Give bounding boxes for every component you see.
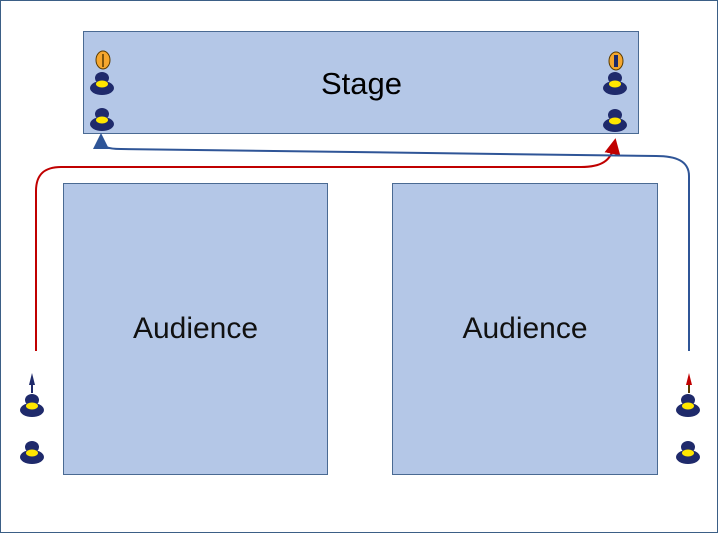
audience-right-label: Audience bbox=[462, 312, 588, 345]
bottom-left-torch-figure bbox=[20, 373, 44, 417]
person-icon bbox=[90, 72, 114, 95]
person-icon bbox=[603, 109, 627, 132]
person-icon bbox=[20, 394, 44, 417]
person-icon bbox=[20, 441, 44, 464]
flame-icon bbox=[686, 373, 692, 393]
stage-block bbox=[83, 31, 639, 134]
stage-right-candle-figure bbox=[603, 51, 627, 95]
audience-left-block: Audience bbox=[63, 183, 328, 475]
candle-icon bbox=[95, 50, 111, 70]
blue-procession-path bbox=[93, 133, 690, 351]
flame-icon bbox=[29, 373, 35, 393]
bottom-right-torch-figure bbox=[676, 373, 700, 417]
stage-left-candle-figure bbox=[90, 50, 114, 95]
audience-right-block: Audience bbox=[392, 183, 658, 475]
person-icon bbox=[676, 441, 700, 464]
stage-label: Stage bbox=[321, 66, 403, 101]
person-icon bbox=[676, 394, 700, 417]
audience-left-label: Audience bbox=[132, 312, 259, 345]
red-procession-path bbox=[35, 138, 621, 351]
person-icon bbox=[90, 108, 114, 131]
candle-icon bbox=[608, 51, 624, 71]
person-icon bbox=[603, 72, 627, 95]
